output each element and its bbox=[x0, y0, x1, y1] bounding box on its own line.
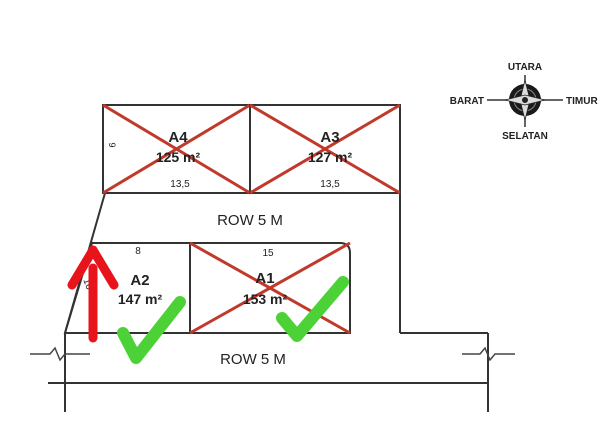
plot-a4: A4 125 m² 13,5 9 bbox=[102, 103, 251, 195]
plot-a2-name: A2 bbox=[130, 272, 149, 289]
plot-a2-width: 8 bbox=[135, 246, 141, 257]
compass-north-label: UTARA bbox=[508, 62, 542, 73]
right-break-line bbox=[462, 346, 515, 362]
compass-rose-icon bbox=[487, 75, 563, 127]
upper-road-label: ROW 5 M bbox=[217, 212, 283, 229]
cross-line bbox=[249, 103, 401, 195]
plot-a4-name: A4 bbox=[168, 129, 188, 146]
up-arrow-icon bbox=[67, 245, 119, 343]
plot-a1-name: A1 bbox=[255, 270, 274, 287]
plot-a4-side: 9 bbox=[107, 142, 117, 147]
plot-a4-area: 125 m² bbox=[156, 149, 201, 165]
cross-line bbox=[189, 241, 351, 335]
compass-west-label: BARAT bbox=[450, 96, 484, 107]
compass-south-label: SELATAN bbox=[502, 131, 548, 142]
lower-road-label: ROW 5 M bbox=[220, 351, 286, 368]
cross-line bbox=[102, 103, 251, 195]
compass-east-label: TIMUR bbox=[566, 96, 598, 107]
plot-a4-width: 13,5 bbox=[170, 179, 190, 190]
check-mark-icon bbox=[276, 276, 349, 342]
plot-a1-width: 15 bbox=[262, 248, 274, 259]
plot-a3-area: 127 m² bbox=[308, 149, 353, 165]
check-mark-icon bbox=[117, 296, 186, 364]
plot-a1: 15 A1 153 m² bbox=[189, 241, 351, 335]
plot-a2-area: 147 m² bbox=[118, 291, 163, 307]
plot-a1-area: 153 m² bbox=[243, 291, 288, 307]
plot-a3-name: A3 bbox=[320, 129, 339, 146]
plot-a3-width: 13,5 bbox=[320, 179, 340, 190]
left-break-line bbox=[30, 346, 90, 362]
plot-a3: A3 127 m² 13,5 bbox=[249, 103, 401, 195]
compass: UTARA BARAT TIMUR SELATAN bbox=[450, 62, 599, 142]
